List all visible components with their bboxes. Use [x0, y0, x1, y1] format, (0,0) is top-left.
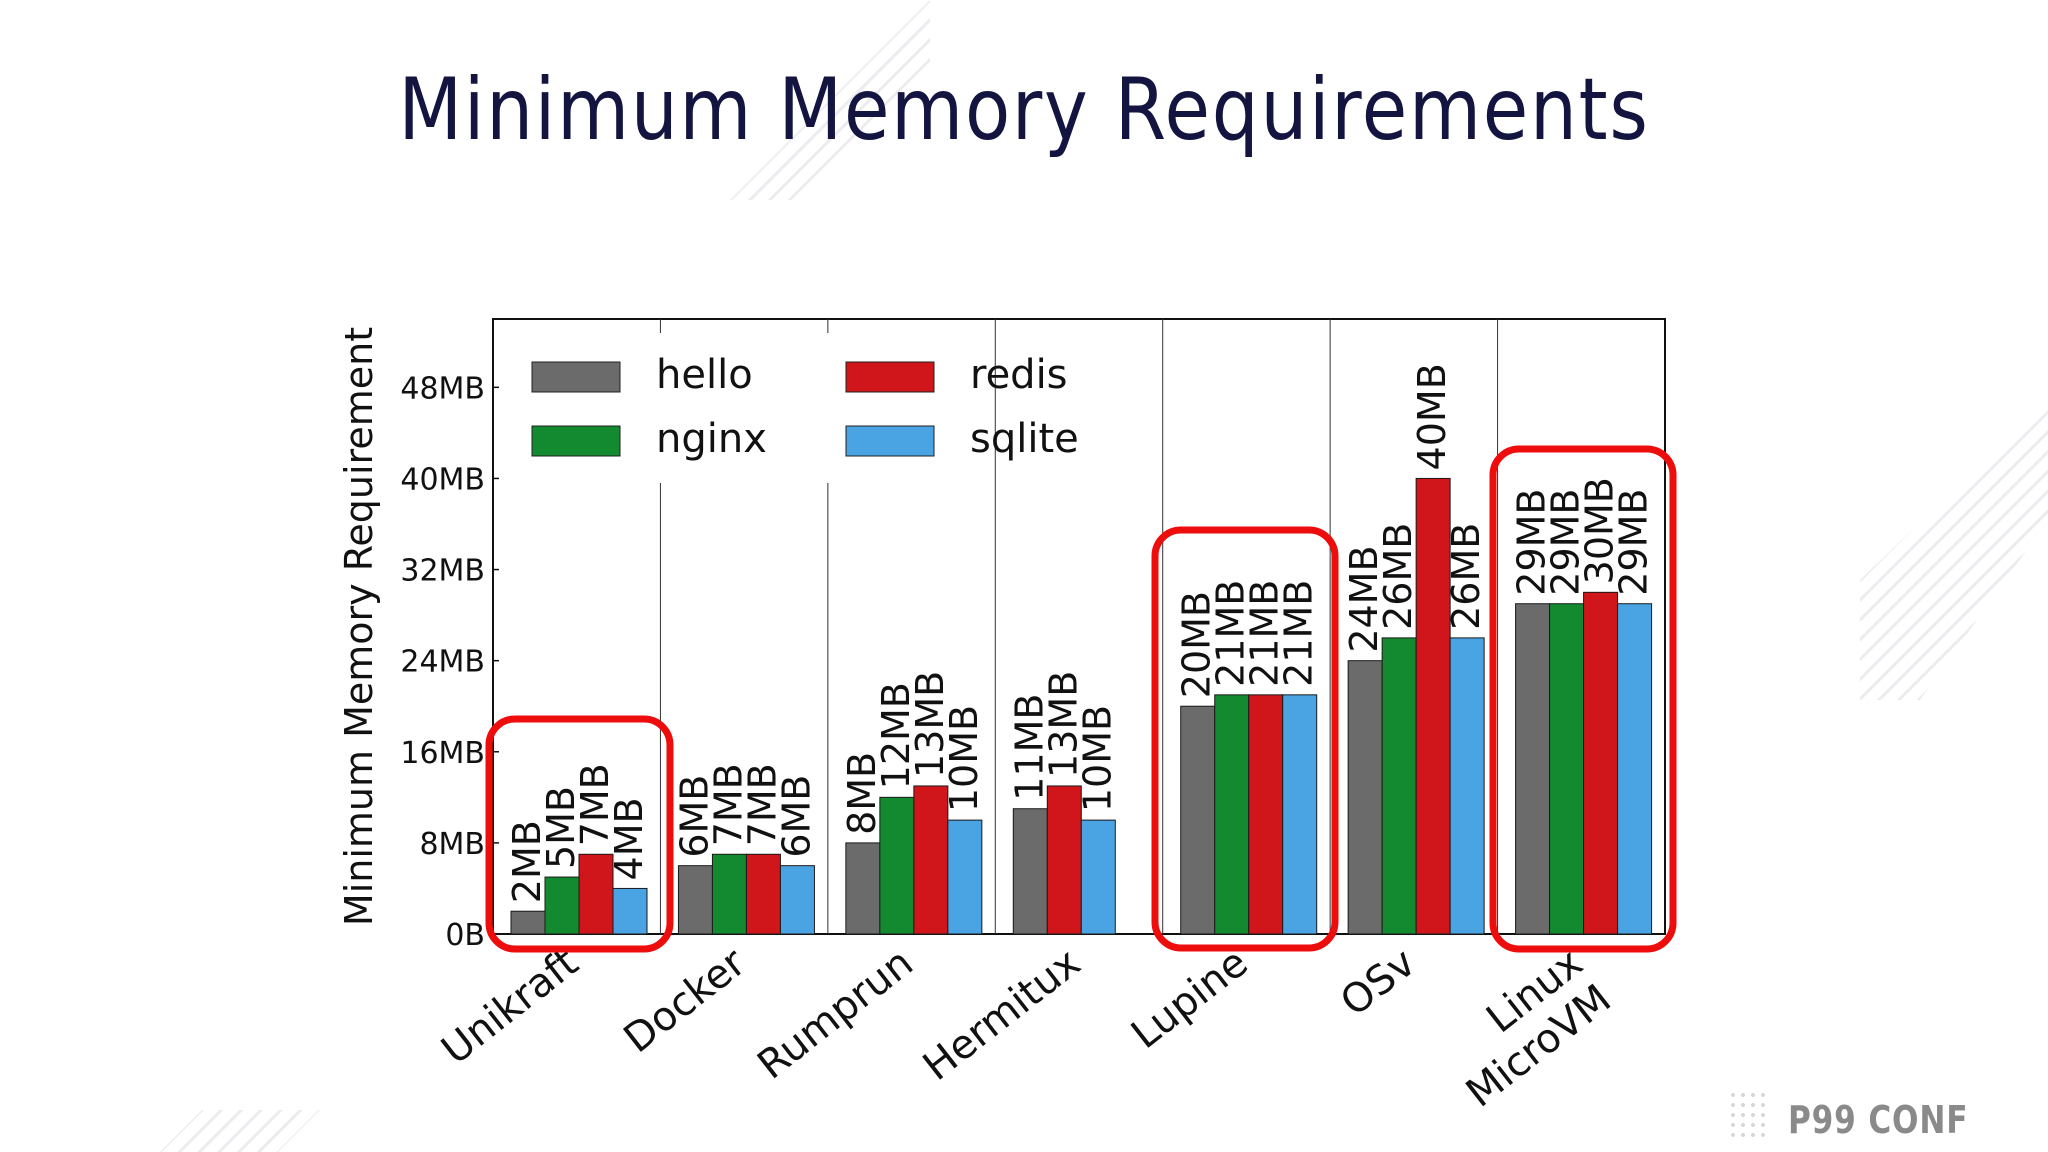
legend-swatch-hello — [531, 361, 621, 393]
bar-hello — [1347, 660, 1383, 935]
data-label: 21MB — [1277, 580, 1321, 687]
bar-hello — [1180, 705, 1216, 935]
data-label: 7MB — [740, 763, 784, 846]
x-tick-label-line: Hermitux — [915, 940, 1089, 1090]
y-tick-label: 8MB — [419, 827, 485, 862]
data-label: 40MB — [1410, 363, 1454, 470]
data-label: 11MB — [1007, 694, 1051, 801]
x-tick-label: Rumprun — [749, 940, 921, 1089]
data-label: 13MB — [908, 671, 952, 778]
bar-sqlite — [612, 887, 648, 935]
bar-nginx — [1381, 637, 1417, 935]
data-label: 29MB — [1544, 489, 1588, 596]
data-label: 26MB — [1376, 523, 1420, 630]
slide-title: Minimum Memory Requirements — [398, 60, 1650, 160]
highlight-box — [1489, 445, 1677, 953]
data-label: 4MB — [607, 797, 651, 880]
y-axis-label: Minimum Memory Requirement — [337, 327, 381, 926]
x-tick-label-line: Lupine — [1123, 940, 1256, 1058]
data-label: 21MB — [1209, 580, 1253, 687]
bar-redis — [1046, 785, 1082, 935]
x-tick-label: LinuxMicroVM — [1430, 940, 1620, 1117]
data-label: 6MB — [774, 775, 818, 858]
bar-redis — [1248, 694, 1284, 935]
legend-label-sqlite: sqlite — [970, 416, 1079, 462]
bar-sqlite — [779, 865, 815, 935]
x-tick-label-line: OSv — [1332, 940, 1424, 1026]
data-label: 20MB — [1175, 591, 1219, 698]
y-tick-label: 40MB — [400, 462, 485, 497]
x-tick-label-line: Rumprun — [749, 940, 921, 1089]
bar-redis — [1415, 477, 1451, 935]
data-label: 7MB — [573, 763, 617, 846]
y-tick-label: 24MB — [400, 645, 485, 680]
bar-hello — [845, 842, 881, 935]
bar-nginx — [1214, 694, 1250, 935]
highlight-box — [485, 715, 674, 953]
bar-sqlite — [1080, 819, 1116, 935]
legend-label-hello: hello — [656, 352, 753, 398]
data-label: 7MB — [706, 763, 750, 846]
y-tick-label: 16MB — [400, 736, 485, 771]
data-label: 10MB — [1075, 705, 1119, 812]
bar-sqlite — [1617, 603, 1653, 935]
y-tick-label: 32MB — [400, 554, 485, 589]
bar-hello — [1012, 808, 1048, 935]
x-tick-label: Lupine — [1123, 940, 1256, 1058]
x-tick-label-line: Unikraft — [433, 940, 587, 1074]
x-tick-label: Docker — [616, 939, 755, 1062]
data-label: 29MB — [1612, 489, 1656, 596]
legend-label-redis: redis — [970, 352, 1068, 398]
bar-redis — [1583, 591, 1619, 935]
bar-redis — [745, 853, 781, 935]
bar-redis — [913, 785, 949, 935]
bar-nginx — [879, 796, 915, 935]
data-label: 26MB — [1444, 523, 1488, 630]
bar-hello — [1515, 603, 1551, 935]
bar-sqlite — [1282, 694, 1318, 935]
decorative-dot-grid — [1728, 1090, 1768, 1140]
data-label: 8MB — [840, 752, 884, 835]
data-label: 21MB — [1243, 580, 1287, 687]
bar-nginx — [544, 876, 580, 935]
bar-nginx — [1549, 603, 1585, 935]
legend-swatch-nginx — [531, 425, 621, 457]
bar-sqlite — [1449, 637, 1485, 935]
brand-logo: P99 CONF — [1788, 1098, 1969, 1142]
bar-hello — [510, 910, 546, 935]
x-tick-label: Hermitux — [915, 940, 1089, 1090]
legend-background — [505, 333, 975, 483]
data-label: 24MB — [1342, 545, 1386, 652]
data-label: 30MB — [1578, 477, 1622, 584]
bar-nginx — [711, 853, 747, 935]
y-tick-label: 48MB — [400, 371, 485, 406]
legend-swatch-redis — [845, 361, 935, 393]
legend-swatch-sqlite — [845, 425, 935, 457]
x-tick-label: OSv — [1332, 940, 1424, 1026]
data-label: 2MB — [505, 820, 549, 903]
data-label: 29MB — [1510, 489, 1554, 596]
bar-sqlite — [947, 819, 983, 935]
data-label: 6MB — [672, 775, 716, 858]
bar-hello — [677, 865, 713, 935]
legend-label-nginx: nginx — [656, 416, 767, 462]
y-tick-label: 0B — [445, 918, 485, 953]
data-label: 10MB — [942, 705, 986, 812]
data-label: 5MB — [539, 786, 583, 869]
x-tick-label: Unikraft — [433, 940, 587, 1074]
data-label: 12MB — [874, 682, 918, 789]
data-label: 13MB — [1041, 671, 1085, 778]
x-tick-label-line: Docker — [616, 939, 755, 1062]
highlight-box — [1151, 526, 1339, 952]
